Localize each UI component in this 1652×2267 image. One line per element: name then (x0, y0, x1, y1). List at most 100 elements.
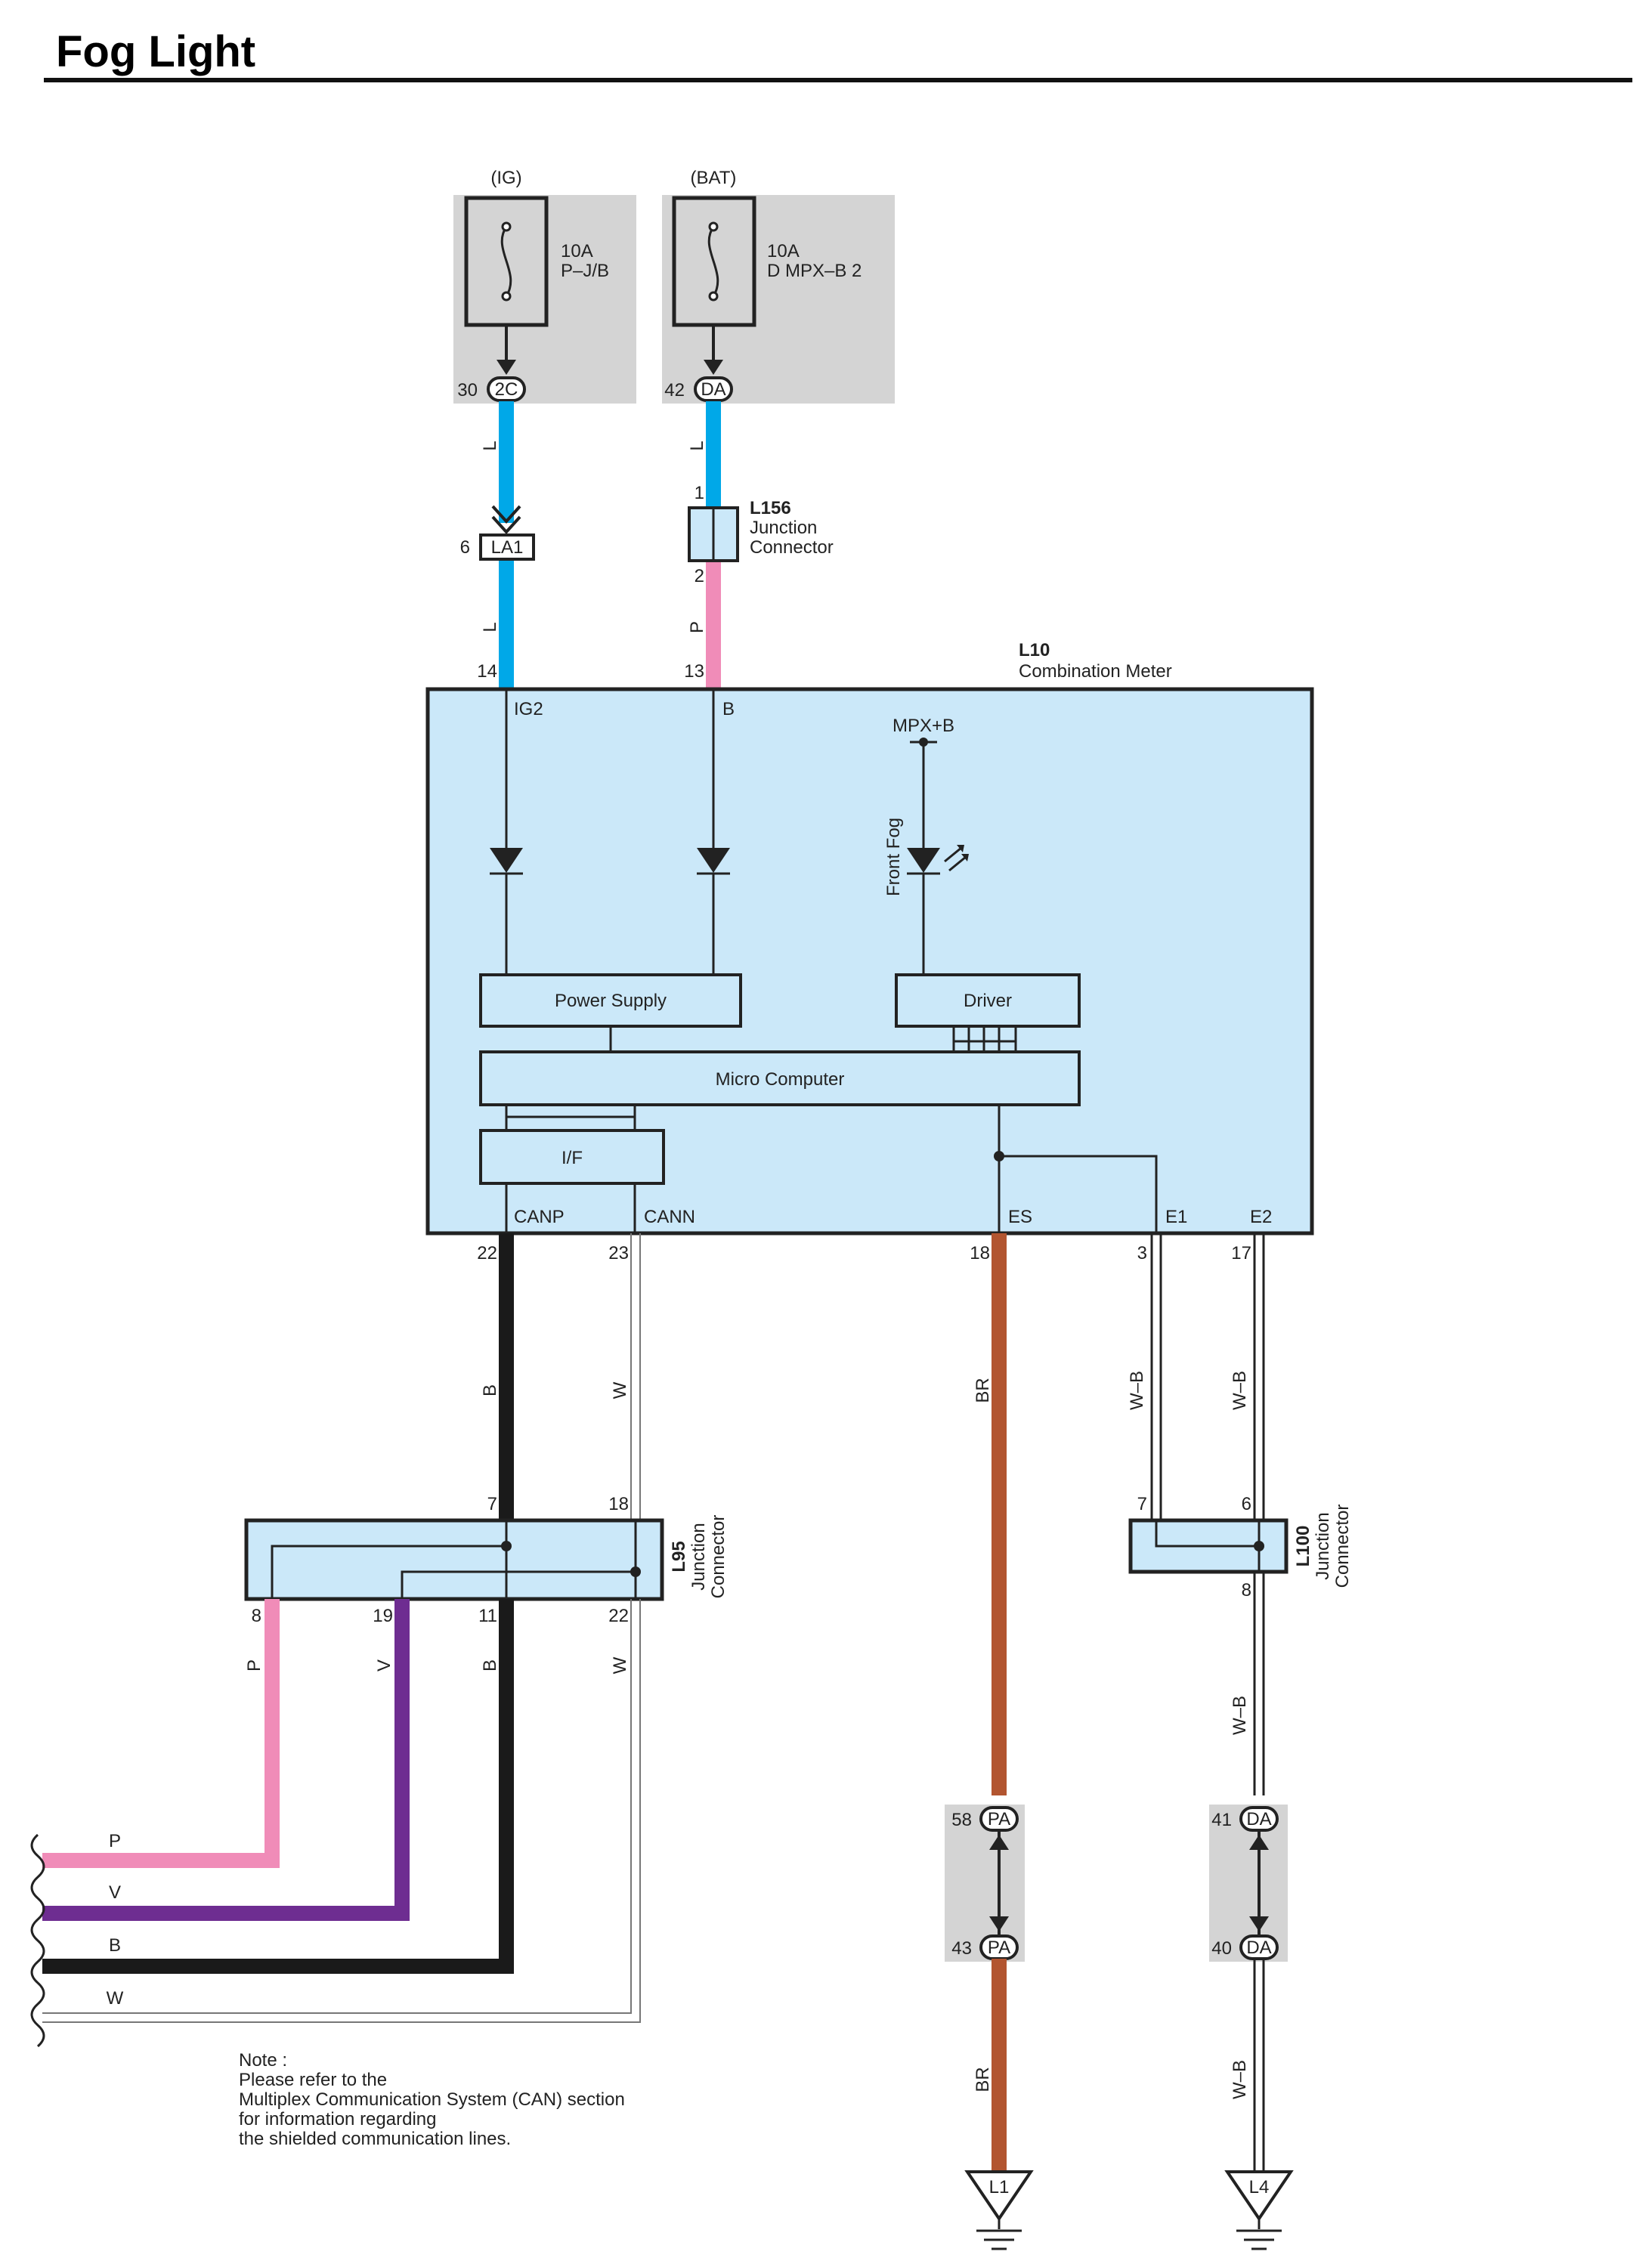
wire-label-e1: W–B (1127, 1371, 1147, 1410)
led-ray-arrow-icon-1 (957, 845, 964, 852)
fuse-ig-terminal-bottom (501, 291, 512, 302)
fuse-bat-source: (BAT) (691, 168, 737, 188)
meter-name: Combination Meter (1019, 661, 1172, 682)
wire-l95-p (42, 1599, 280, 1868)
l95-pin-11: 11 (478, 1606, 497, 1626)
wire-label-l95-w: W (610, 1656, 630, 1674)
l156-line2: Connector (750, 537, 834, 558)
pa-arrow-down-icon (989, 1916, 1009, 1931)
fuse-ig-element-icon (500, 226, 512, 297)
driver-block (895, 973, 1081, 1028)
l95-pin-22: 22 (608, 1606, 629, 1626)
if-label: I/F (561, 1148, 583, 1168)
fuse-ig-rating: 10A (561, 241, 593, 261)
meter-label-ig2: IG2 (514, 699, 543, 719)
la1-label: LA1 (491, 537, 524, 558)
wire-label-canp: B (480, 1384, 500, 1396)
connector-2c-pin: 30 (457, 380, 478, 401)
wire-label-l-1: L (480, 441, 500, 450)
meter-pin-es: 18 (970, 1243, 990, 1263)
da-bottom-label: DA (1246, 1938, 1271, 1958)
power-supply-label: Power Supply (555, 991, 667, 1011)
ig2-diode-icon (490, 848, 523, 873)
wire-l95-w-inner (42, 1599, 632, 2014)
meter-pin-b: 13 (684, 661, 704, 682)
l100-id: L100 (1293, 1526, 1313, 1567)
wire-label-l95-b: B (480, 1659, 500, 1672)
ground-l4-icon (1224, 2170, 1294, 2222)
note-line-2: Please refer to the (239, 2070, 387, 2090)
da-arrow-up-icon (1249, 1835, 1269, 1850)
l156-pin-bottom: 2 (695, 566, 704, 586)
l100-node (1254, 1541, 1264, 1551)
note-line-5: the shielded communication lines. (239, 2129, 511, 2149)
fuse-bat-terminal-bottom (708, 291, 719, 302)
ground-l1: L1 (964, 2170, 1034, 2250)
micro-computer-block (479, 1050, 1081, 1106)
l95-bus-b-to-p (271, 1520, 508, 1599)
fuse-ig-arrow-icon (497, 360, 516, 375)
pa-top-pin: 58 (951, 1810, 972, 1830)
fuse-ig: (IG) 10A P–J/B 2C 30 (453, 168, 636, 404)
fuse-bat-name: D MPX–B 2 (767, 261, 862, 281)
note: Note : Please refer to the Multiplex Com… (239, 2050, 625, 2149)
fuse-ig-name: P–J/B (561, 261, 609, 281)
fuse-bat-element-icon (707, 226, 719, 297)
fuse-ig-source: (IG) (490, 168, 521, 188)
connector-la1: LA1 6 (460, 505, 535, 561)
wire-label-l100-out: W–B (1230, 1696, 1250, 1735)
meter-id: L10 (1019, 640, 1050, 660)
da-bottom-box (1239, 1935, 1279, 1960)
l95-node-w (630, 1566, 641, 1577)
l100-pin-7: 7 (1137, 1494, 1147, 1514)
wire-label-es: BR (973, 1378, 993, 1403)
front-fog-led-icon (907, 848, 940, 873)
wire-break-icon (30, 1833, 45, 2048)
fuse-bat: (BAT) 10A D MPX–B 2 DA 42 (662, 168, 895, 404)
bus-label-w: W (107, 1988, 124, 2009)
bus-label-b: B (109, 1935, 121, 1956)
wire-l95-v (42, 1599, 410, 1921)
page-title: Fog Light (56, 27, 255, 76)
meter-pin-canp: 22 (477, 1243, 497, 1263)
wire-label-l95-v: V (374, 1659, 394, 1672)
pa-top-label: PA (988, 1809, 1010, 1829)
led-light-ray-icon-2 (948, 855, 967, 872)
wire-label-l-3: L (687, 441, 707, 450)
wire-label-e2: W–B (1230, 1371, 1250, 1410)
meter-label-es: ES (1008, 1207, 1032, 1227)
l100-line2: Connector (1332, 1505, 1353, 1588)
l156-line1: Junction (750, 518, 817, 538)
led-light-ray-icon-1 (944, 846, 962, 863)
wire-label-es-bottom: BR (973, 2067, 993, 2092)
da-top-label: DA (1246, 1809, 1271, 1829)
driver-label: Driver (964, 991, 1012, 1011)
l95-box (244, 1518, 664, 1601)
bus-label-v: V (109, 1882, 121, 1903)
wire-label-p-1: P (687, 621, 707, 633)
da-top-pin: 41 (1211, 1810, 1232, 1830)
fuse-bat-rating: 10A (767, 241, 800, 261)
ground-l1-icon (964, 2170, 1034, 2222)
wire-label-da-bottom: W–B (1230, 2060, 1250, 2099)
note-line-1: Note : (239, 2050, 287, 2071)
fuse-ig-terminal-top (501, 221, 512, 232)
connector-da-top-pin: 42 (664, 380, 685, 401)
wire-label-cann: W (610, 1381, 630, 1399)
l95-pin-8: 8 (252, 1606, 261, 1626)
meter-pin-e1: 3 (1137, 1243, 1147, 1263)
note-line-3: Multiplex Communication System (CAN) sec… (239, 2089, 625, 2110)
e1-internal (999, 1155, 1158, 1233)
combination-meter-l10: L10 Combination Meter 14 13 IG2 B MPX+B … (425, 640, 1314, 1263)
connector-da-top (694, 376, 733, 402)
fuse-bat-background (662, 195, 895, 404)
led-ray-arrow-icon-2 (961, 854, 969, 861)
fuse-bat-arrow-icon (704, 360, 723, 375)
wire-l95-b (42, 1599, 514, 1974)
connector-2c-label: 2C (495, 379, 518, 400)
connector-l95: 7 18 8 19 11 22 L95 Junction Connector (244, 1494, 729, 1626)
l100-line1: Junction (1313, 1512, 1333, 1579)
la1-pin: 6 (460, 537, 470, 558)
connector-l156: 1 2 L156 Junction Connector (688, 483, 834, 586)
